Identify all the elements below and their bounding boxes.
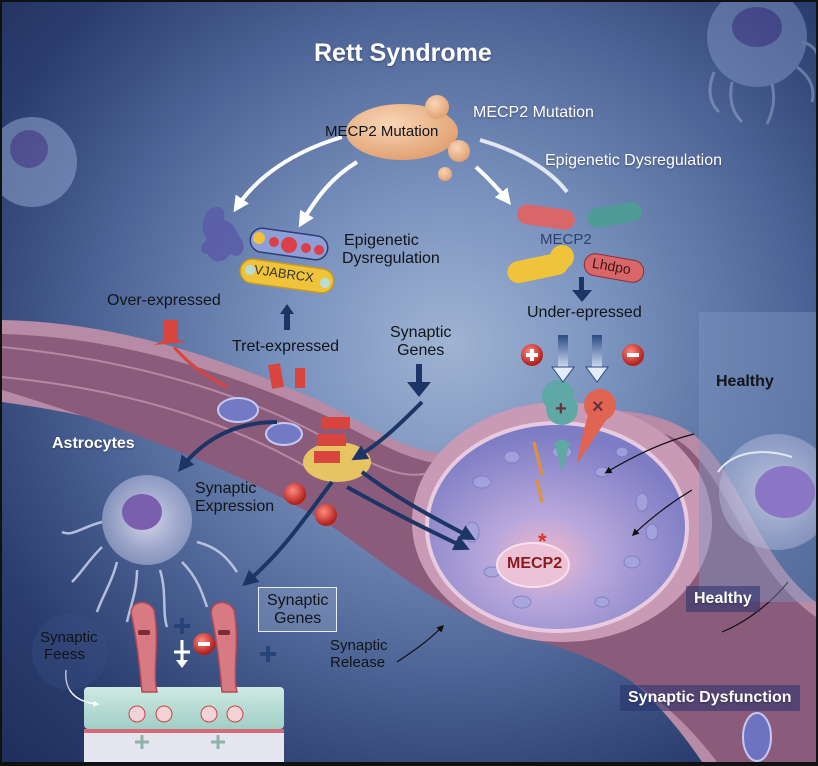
mecp2-mutation-blob [346, 95, 470, 181]
teal-plus-pin [542, 380, 578, 472]
healthy-badge: Healthy [686, 586, 760, 612]
healthy-cell [717, 434, 816, 550]
synaptic-feess-arrow [65, 669, 100, 707]
minus-circle-icon [622, 344, 644, 366]
label-line: Synaptic [390, 324, 452, 341]
small-up-arrow-tret [280, 304, 294, 330]
synaptic-release-label: Synaptic Release [330, 637, 388, 671]
mecp2-right-label: MECP2 [540, 231, 592, 248]
cross-pin-icon: × [592, 396, 604, 418]
nucleus [412, 402, 712, 642]
protein-blob [201, 206, 244, 262]
label-line: Expression [195, 497, 275, 515]
synaptic-genes-box-label: Synaptic Genes [258, 587, 338, 633]
label-line: Synaptic [40, 629, 98, 646]
over-expressed-marker [154, 320, 228, 389]
chromatin-capsule [249, 227, 329, 261]
synaptic-feess-label: Synaptic Feess [40, 629, 98, 663]
mecp2-nucleus-body [496, 542, 570, 588]
epigenetic-dysregulation-left-label: Epigenetic Dysregulation [342, 232, 440, 267]
red-cross-pin [577, 389, 616, 464]
mutation-arrows [233, 135, 569, 228]
synaptic-feess-halo [32, 614, 108, 690]
background-cell-top-left [2, 117, 77, 207]
diagram-title: Rett Syndrome [314, 39, 492, 67]
background-cell-top-right [707, 2, 816, 125]
epigenetic-dysregulation-top-label: Epigenetic Dysregulation [545, 152, 722, 169]
label-line: Release [330, 653, 386, 671]
mecp2-mutation-bubble-label: MECP2 Mutation [325, 123, 439, 140]
label-line: Genes [274, 609, 322, 627]
synapse-plus-minus-icons [174, 618, 276, 668]
label-line: Synaptic [195, 480, 257, 497]
synaptic-genes-top-label: Synaptic Genes [390, 324, 451, 359]
plus-pin-icon: + [555, 398, 567, 420]
over-expressed-label: Over-expressed [107, 292, 221, 309]
label-line: Synaptic [330, 637, 388, 654]
label-line: Synaptic [267, 592, 329, 609]
mecp2-mutation-label: MECP2 Mutation [473, 104, 594, 121]
label-line: Genes [397, 341, 445, 359]
plus-circle-icon [521, 344, 543, 366]
tret-expressed-label: Tret-expressed [232, 338, 339, 355]
mutation-asterisk-icon: * [538, 529, 547, 554]
synaptic-terminal-left [128, 601, 173, 723]
small-down-arrow-under [572, 277, 592, 302]
mecp2-nucleus-label: MECP2 [507, 555, 563, 572]
label-line: Epigenetic [344, 232, 419, 249]
right-capsules [507, 201, 645, 284]
synaptic-expression-label: Synaptic Expression [195, 480, 274, 515]
synaptic-terminal-right [200, 601, 244, 723]
under-expressed-label: Under-epressed [527, 304, 642, 321]
gene-capsule [239, 258, 335, 294]
synaptic-cleft [84, 687, 284, 762]
navy-flow-arrows [178, 400, 476, 587]
healthy-panel-label: Healthy [716, 373, 774, 390]
label-line: Dysregulation [342, 249, 440, 267]
label-line: Feess [44, 645, 85, 663]
astrocyte-cell [61, 475, 239, 628]
axon-vesicles [217, 397, 772, 762]
synaptic-dysfunction-badge: Synaptic Dysfunction [620, 685, 800, 711]
under-expressed-down-arrows [551, 335, 609, 383]
astrocytes-label: Astrocytes [52, 435, 135, 452]
synaptic-genes-down-arrow [407, 364, 431, 397]
